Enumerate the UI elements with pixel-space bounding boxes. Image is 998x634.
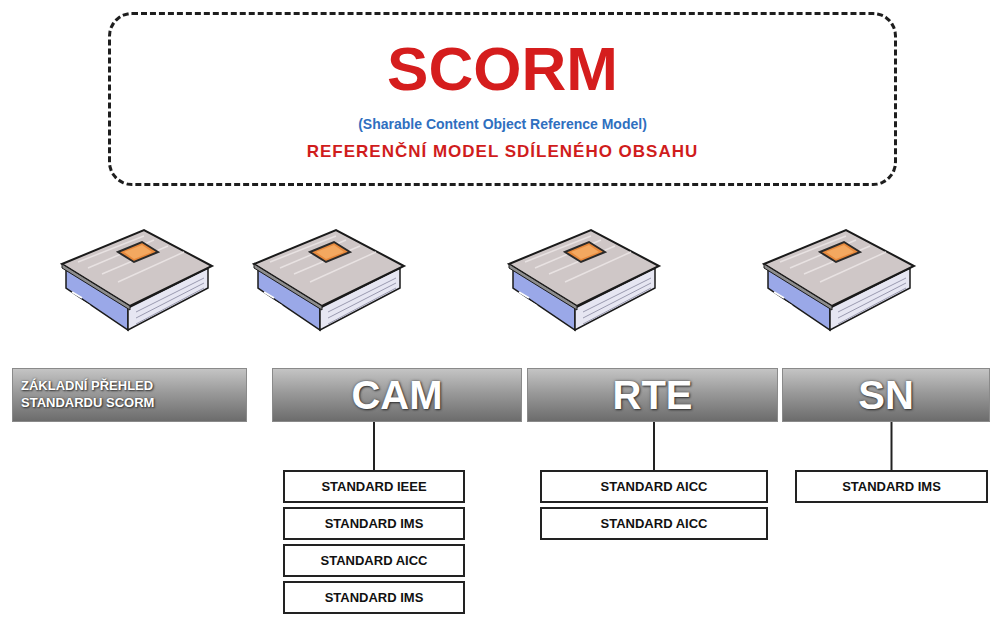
node-label: STANDARD AICC bbox=[601, 479, 708, 494]
section-header: RTE bbox=[527, 368, 778, 422]
standard-box: STANDARD AICC bbox=[540, 507, 768, 540]
node-subtext: REFERENČNÍ MODEL SDÍLENÉHO OBSAHU bbox=[307, 142, 699, 162]
book-icon bbox=[509, 230, 659, 330]
standard-box: STANDARD IMS bbox=[283, 507, 465, 540]
node-label: STANDARD AICC bbox=[321, 553, 428, 568]
connector-line bbox=[653, 422, 655, 470]
title-frame: SCORM (Sharable Content Object Reference … bbox=[108, 12, 897, 186]
node-label: SN bbox=[858, 375, 914, 415]
standard-box: STANDARD AICC bbox=[540, 470, 768, 503]
node-label: ZÁKLADNÍ PŘEHLED STANDARDU SCORM bbox=[21, 378, 181, 412]
book-icon bbox=[62, 230, 212, 330]
standard-box: STANDARD IMS bbox=[795, 470, 988, 503]
node-label: STANDARD IMS bbox=[325, 516, 424, 531]
standard-box: STANDARD IEEE bbox=[283, 470, 465, 503]
section-header: ZÁKLADNÍ PŘEHLED STANDARDU SCORM bbox=[12, 368, 247, 422]
standard-box: STANDARD AICC bbox=[283, 544, 465, 577]
book-icon bbox=[764, 230, 914, 330]
section-header: CAM bbox=[272, 368, 522, 422]
section-header: SN bbox=[782, 368, 990, 422]
node-label: SCORM bbox=[387, 36, 618, 101]
node-label: STANDARD IEEE bbox=[321, 479, 426, 494]
node-label: RTE bbox=[613, 375, 693, 415]
node-label: STANDARD IMS bbox=[325, 590, 424, 605]
book-icon bbox=[254, 230, 404, 330]
node-subtext: (Sharable Content Object Reference Model… bbox=[358, 116, 647, 132]
connector-line bbox=[373, 422, 375, 470]
connector-line bbox=[891, 422, 893, 470]
node-label: STANDARD IMS bbox=[842, 479, 941, 494]
standard-box: STANDARD IMS bbox=[283, 581, 465, 614]
node-label: CAM bbox=[351, 375, 442, 415]
node-label: STANDARD AICC bbox=[601, 516, 708, 531]
